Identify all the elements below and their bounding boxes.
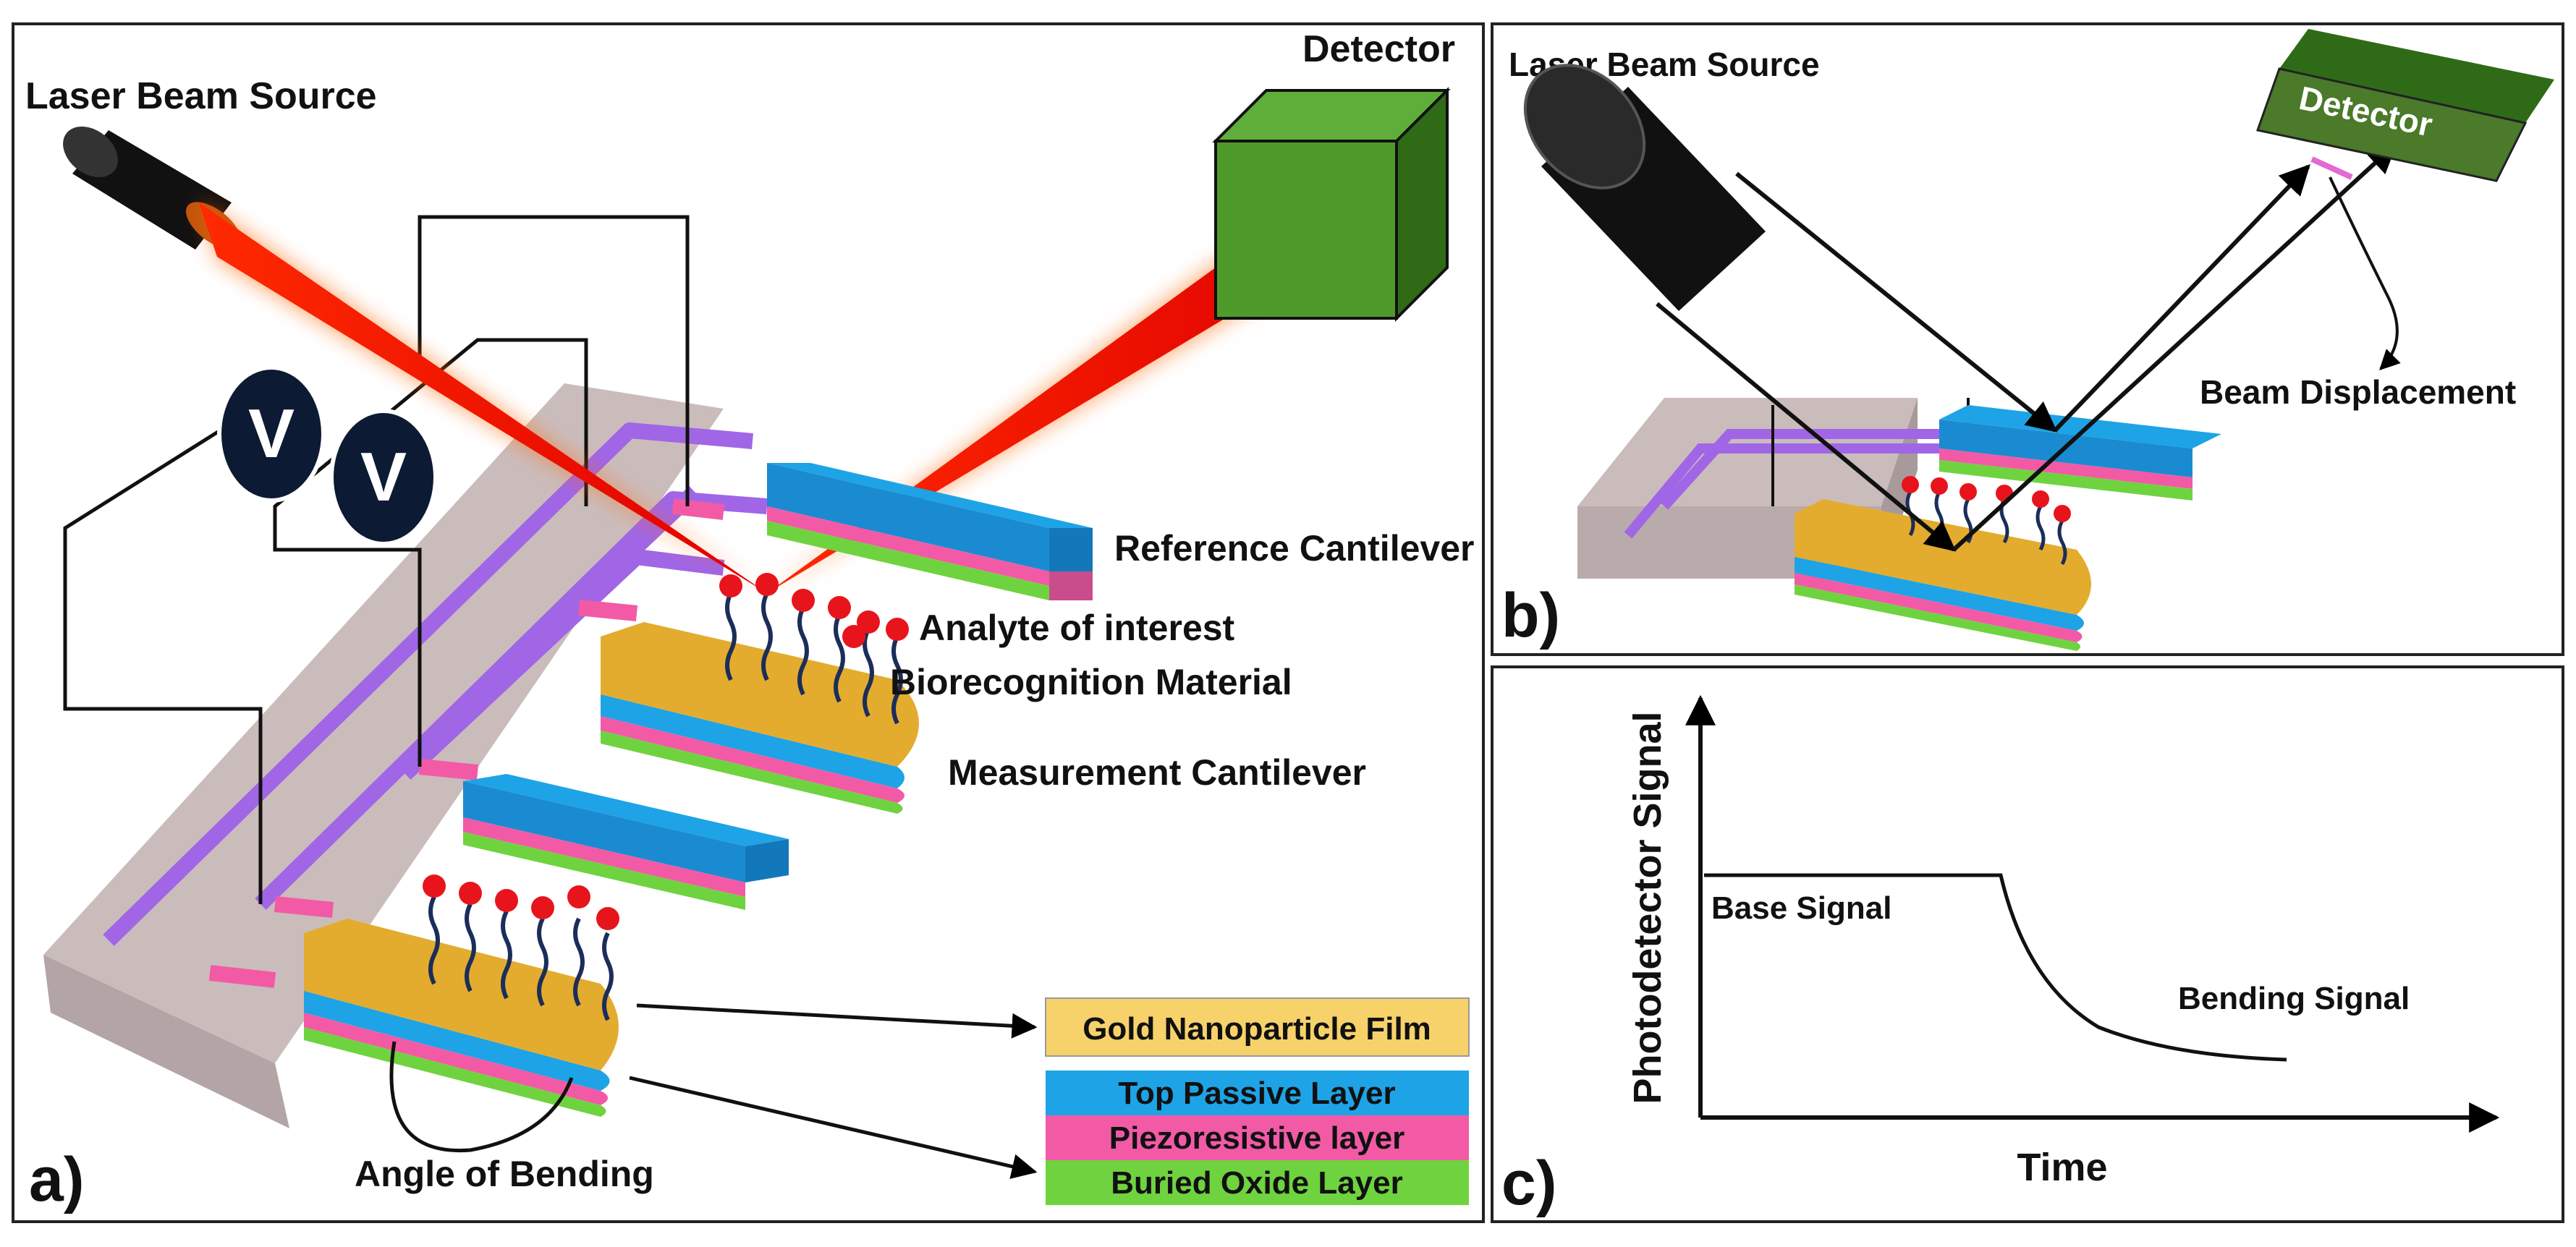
analyte-heads-lower [423,874,619,930]
measurement-cantilever-upper [601,622,919,814]
panel-a-tag: a) [29,1145,84,1214]
panel-b: Laser Beam Source [1491,22,2564,656]
reference-cantilever-label: Reference Cantilever [1114,528,1474,569]
voltmeter-1: V [217,365,326,503]
panel-b-frame [1491,22,2564,656]
chip-traces [103,422,768,946]
voltmeter-wires [63,215,690,904]
detector-b [2256,29,2554,182]
x-axis-label: Time [2017,1146,2107,1189]
biomolecules-lower [428,895,614,1021]
chip-b-traces [1624,429,1954,539]
analyte-heads-b [1902,476,2071,522]
beams-b [1656,142,2398,552]
pink-contact-pads [208,498,725,988]
legend-arrow-layers [629,1076,1038,1179]
analyte-label: Analyte of interest [919,608,1235,648]
reference-cantilever-b [1939,405,2221,501]
legend-swatch-gold [1045,997,1470,1057]
bending-signal-label: Bending Signal [2178,981,2410,1016]
angle-arc [389,1041,574,1153]
panel-c-tag: c) [1501,1149,1556,1218]
panel-c-frame [1491,665,2564,1223]
biomolecules-upper [725,592,903,725]
legend-swatch-buried-oxide [1046,1160,1469,1205]
panel-a-frame [12,22,1485,1223]
panel-c: Photodetector Signal Time Base Signal Be… [1491,665,2564,1223]
legend-swatch-top-passive [1046,1071,1469,1115]
reference-cantilever-lower [463,774,789,910]
legend-swatch-piezoresistive [1046,1115,1469,1160]
voltmeter-1-symbol: V [248,395,295,472]
signal-trace [1704,873,2287,1062]
layer-legend: Gold Nanoparticle Film Top Passive Layer… [1045,997,1470,1205]
chip-front-face [43,955,289,1128]
analyte-heads-upper [719,573,909,648]
laser-label-a: Laser Beam Source [25,75,377,117]
measurement-cantilever-b [1795,499,2091,651]
measurement-cantilever-label: Measurement Cantilever [948,752,1366,793]
chip-top-surface [43,383,724,1063]
legend-label-buried-oxide: Buried Oxide Layer [1111,1165,1402,1201]
base-signal-label: Base Signal [1711,890,1891,926]
displacement-pointer [2329,176,2401,370]
detector-a [1212,87,1451,322]
beam-displacement-label: Beam Displacement [2200,373,2516,411]
displacement-marker [2310,156,2353,180]
laser-source-b [1523,64,1766,311]
biorecognition-label: Biorecognition Material [890,662,1292,702]
y-axis-label: Photodetector Signal [1626,711,1669,1104]
legend-arrow-gold [636,1003,1038,1039]
detector-label-a: Detector [1302,28,1455,70]
panel-a: V V Laser Beam Source Detector [12,22,1485,1223]
measurement-cantilever-lower [304,919,619,1117]
legend-label-piezoresistive: Piezoresistive layer [1109,1120,1404,1156]
panel-b-tag: b) [1501,581,1560,650]
angle-of-bending-label: Angle of Bending [355,1154,654,1194]
voltmeter-2-symbol: V [360,438,407,516]
legend-label-gold: Gold Nanoparticle Film [1082,1011,1431,1047]
voltmeter-2: V [329,409,438,546]
reference-cantilever-upper [767,463,1093,600]
legend-label-top-passive: Top Passive Layer [1118,1076,1395,1111]
